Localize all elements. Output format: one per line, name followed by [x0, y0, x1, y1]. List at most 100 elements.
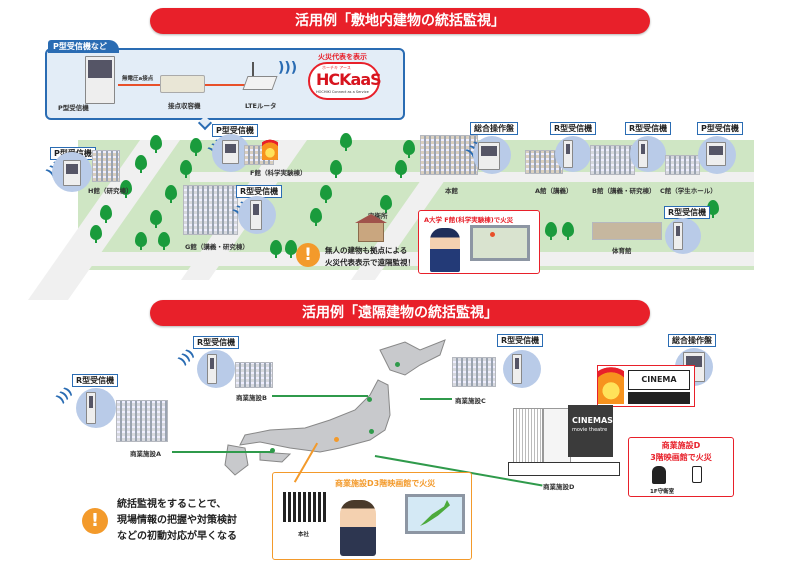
building-main-name: 本館	[445, 187, 458, 195]
fire-alert-line-2: 3階映画館で火災	[650, 453, 712, 462]
building-b-name: B館（講義・研究棟）	[592, 187, 656, 195]
alert-line: 火災代表表示で遠隔監視！	[325, 258, 415, 267]
cinema-seats	[628, 392, 690, 404]
cinemas-sub: movie theatre	[572, 427, 608, 433]
receiver-circle	[76, 388, 116, 428]
location-dot-a	[270, 448, 275, 453]
equipment-panel-tab: P型受信機など	[48, 40, 119, 53]
hq-popup-title: 商業施設D3階映画館で火災	[335, 479, 436, 488]
road-horizontal	[190, 172, 754, 182]
label-c-receiver: P型受信機	[697, 122, 743, 135]
wifi-icon: )))	[53, 384, 75, 406]
tree	[135, 155, 147, 173]
alert-line: 統括監視をすることで、	[117, 499, 227, 510]
p-receiver-caption: P型受信機	[58, 104, 89, 112]
tree	[340, 133, 352, 151]
building-g-name: G館（講義・研究棟）	[185, 243, 249, 251]
honshu	[239, 379, 391, 453]
alert-line: 現場情報の把握や対策検討	[117, 515, 237, 526]
r-receiver-device	[638, 140, 648, 168]
cinemas-tower	[568, 405, 613, 457]
fire-icon	[598, 360, 624, 404]
cinema-screen: CINEMA	[628, 370, 690, 390]
facility-c-name: 商業施設C	[455, 397, 486, 405]
cloud-caption: 火災代表を表示	[318, 53, 367, 61]
map-pin-icon	[490, 232, 495, 237]
wifi-icon: )))	[175, 346, 197, 368]
alert-line: などの初動対応が早くなる	[117, 531, 237, 542]
facility-a-name: 商業施設A	[130, 450, 162, 458]
lte-router-device	[242, 76, 278, 90]
tree	[150, 210, 162, 228]
guard-person	[430, 228, 460, 272]
tree	[310, 208, 322, 226]
p-receiver-device	[222, 140, 239, 164]
receiver-circle	[503, 350, 541, 388]
hq-building-icon	[283, 492, 327, 522]
tree	[320, 185, 332, 203]
tree	[150, 135, 162, 153]
label-facility-a: R型受信機	[72, 374, 119, 387]
facility-d-building	[543, 408, 571, 468]
connector-a	[172, 451, 272, 453]
router-line	[205, 84, 250, 86]
building-gym	[592, 222, 662, 240]
location-dot-b	[367, 397, 372, 402]
tree	[403, 140, 415, 158]
tree	[395, 160, 407, 178]
building-a	[525, 150, 563, 174]
hckaas-kana: ホーチキ アース	[322, 65, 351, 70]
r-receiver-device	[563, 140, 573, 168]
tree	[165, 185, 177, 203]
building-b	[590, 145, 635, 175]
alert-line: 無人の建物も拠点による	[325, 246, 408, 255]
building-f-name: F館（科学実験棟）	[250, 169, 307, 177]
fire-alert-popup	[628, 437, 734, 497]
section2-banner: 活用例「遠隔建物の統括監視」	[150, 300, 650, 326]
alert-text-1: 無人の建物も拠点による 火災代表表示で遠隔監視！	[325, 245, 415, 269]
building-gym-name: 体育館	[612, 247, 632, 255]
r-receiver-device	[250, 200, 262, 230]
tree	[90, 225, 102, 243]
tree	[120, 180, 132, 198]
p-receiver-device	[85, 56, 115, 104]
hckaas-sub: HOCHIKI Connect as a Service	[316, 90, 369, 94]
building-g	[183, 185, 238, 235]
location-dot-d	[369, 429, 374, 434]
contact-unit-device	[160, 75, 205, 93]
wifi-icon: )))	[278, 60, 298, 76]
shikoku	[259, 451, 292, 463]
tree	[562, 222, 574, 240]
label-b-receiver: R型受信機	[625, 122, 672, 135]
section1-banner: 活用例「敷地内建物の統括監視」	[150, 8, 650, 34]
r-receiver-device	[512, 354, 522, 384]
p-receiver-device	[63, 160, 81, 186]
facility-b-name: 商業施設B	[236, 394, 267, 402]
receiver-circle	[665, 218, 701, 254]
building-a-name: A館（講義）	[535, 187, 573, 195]
tree	[285, 240, 297, 258]
hq-label: 本社	[298, 532, 310, 538]
label-a-receiver: R型受信機	[550, 122, 597, 135]
label-facility-c: R型受信機	[497, 334, 544, 347]
label-gym-receiver: R型受信機	[664, 206, 711, 219]
tree	[135, 232, 147, 250]
hckaas-logo: HCKaaS	[316, 70, 382, 89]
label-facility-d: 総合操作盤	[668, 334, 716, 347]
label-facility-b: R型受信機	[193, 336, 240, 349]
receiver-circle	[555, 136, 591, 172]
facility-a-building	[116, 400, 168, 442]
building-c	[665, 155, 700, 175]
alert-text-2: 統括監視をすることで、 現場情報の把握や対策検討 などの初動対応が早くなる	[117, 497, 237, 545]
japan-map	[224, 339, 446, 476]
tree	[380, 195, 392, 213]
road-bottom	[78, 252, 754, 266]
building-c-name: C館（学生ホール）	[660, 187, 717, 195]
facility-d-name: 商業施設D	[543, 483, 575, 491]
label-main-panel: 総合操作盤	[470, 122, 518, 135]
facility-d-building-left	[513, 408, 543, 468]
cinemas-title: CINEMAS	[572, 416, 613, 425]
guard-house-roof	[355, 214, 387, 223]
manager-person	[340, 500, 376, 556]
alert-icon: !	[296, 243, 320, 267]
